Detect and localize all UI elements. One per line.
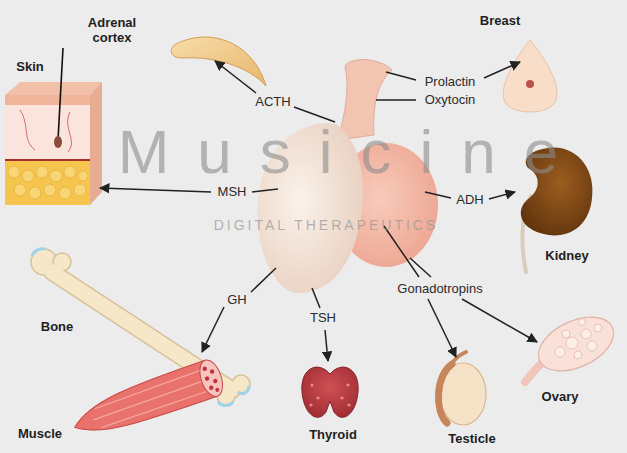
- hormone-label: TSH: [310, 311, 336, 325]
- leader-line: [386, 72, 416, 80]
- organ-name: Breast: [480, 13, 520, 28]
- muscle-illustration: [68, 357, 227, 443]
- organ-name: Bone: [41, 319, 74, 334]
- breast-illustration: [503, 40, 557, 112]
- organ-node: Thyroid: [306, 426, 360, 443]
- hormone-label: MSH: [218, 185, 247, 199]
- organ-node: Breast: [477, 12, 523, 29]
- testicle-illustration: [438, 352, 486, 425]
- ovary-illustration: [525, 306, 622, 382]
- leader-line: [425, 192, 451, 198]
- hormone-label: Oxytocin: [425, 93, 476, 107]
- leader-line: [376, 99, 416, 101]
- organ-node: Muscle: [15, 425, 65, 442]
- skin-illustration: [5, 48, 102, 205]
- hormone-label: ADH: [456, 193, 483, 207]
- organ-name: Testicle: [448, 431, 495, 446]
- hormone-arrow: [100, 188, 211, 192]
- hormone-arrow: [202, 307, 224, 352]
- organ-node: Ovary: [539, 388, 582, 405]
- leader-line: [251, 268, 276, 292]
- adrenal-illustration: [171, 37, 266, 86]
- leader-line: [410, 258, 431, 277]
- organ-node: Adrenal cortex: [79, 14, 145, 46]
- organ-node: Kidney: [542, 247, 591, 264]
- organ-name: Kidney: [545, 248, 588, 263]
- leader-line: [384, 226, 419, 277]
- bone-illustration: [31, 249, 250, 406]
- hormone-arrow: [484, 62, 520, 78]
- organ-node: Skin: [13, 58, 46, 75]
- leader-line: [312, 288, 320, 308]
- organ-name: Muscle: [18, 426, 62, 441]
- organ-name: Thyroid: [309, 427, 357, 442]
- hormone-lines: [100, 61, 537, 361]
- hormone-label: GH: [227, 293, 247, 307]
- thyroid-illustration: [302, 367, 358, 417]
- organ-name: Ovary: [542, 389, 579, 404]
- watermark: DIGITAL THERAPEUTICS: [214, 218, 439, 233]
- hormone-arrow: [215, 61, 256, 93]
- hormone-label: ACTH: [255, 95, 290, 109]
- watermark: Musicine: [118, 118, 587, 186]
- leader-line: [252, 189, 278, 192]
- hormone-label: Prolactin: [425, 75, 476, 89]
- hormone-arrow: [489, 192, 515, 199]
- organ-name: Adrenal cortex: [82, 15, 142, 45]
- organ-name: Skin: [16, 59, 43, 74]
- organ-node: Bone: [38, 318, 77, 335]
- hormone-arrow: [428, 299, 456, 357]
- hormone-label: Gonadotropins: [397, 282, 482, 296]
- hormone-arrow: [462, 299, 537, 342]
- organ-node: Testicle: [445, 430, 498, 447]
- hormone-arrow: [325, 330, 328, 361]
